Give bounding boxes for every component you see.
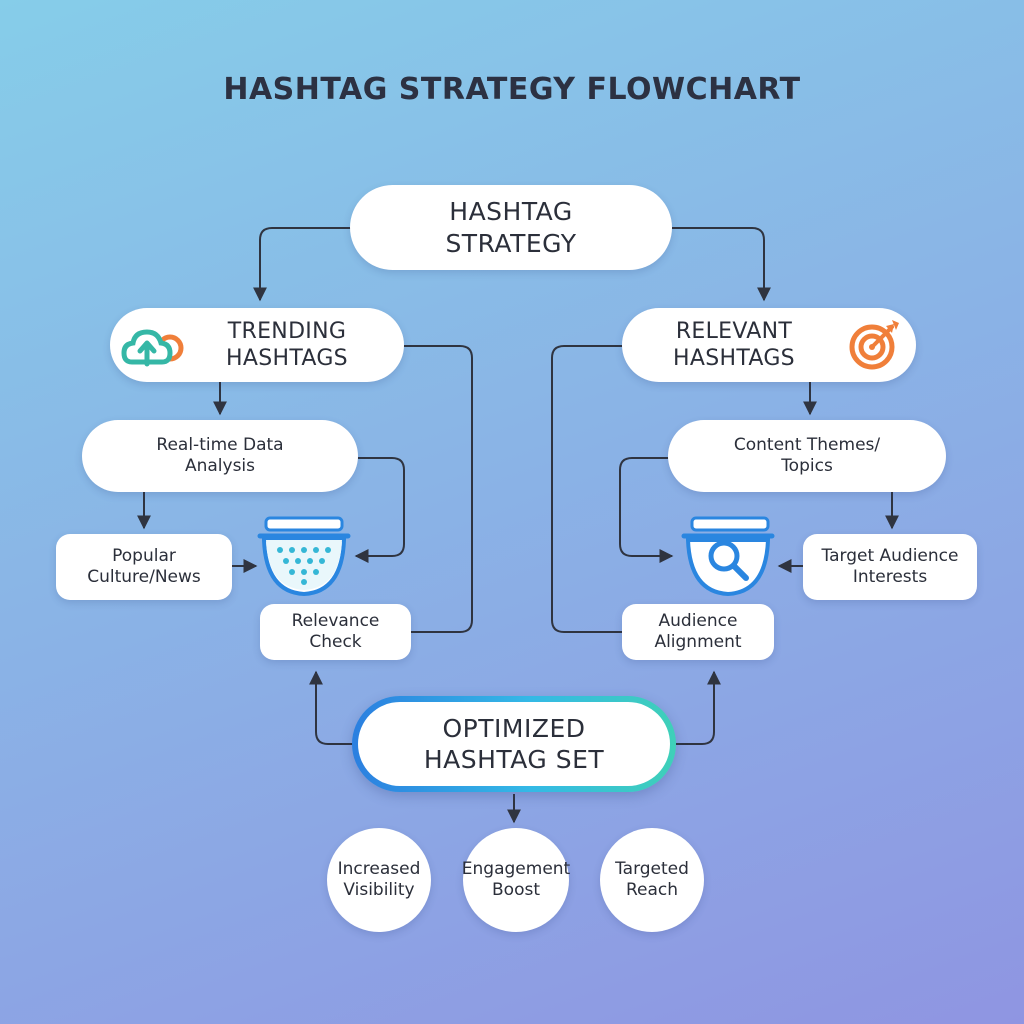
node-relevant-hashtags: RELEVANT HASHTAGS <box>622 308 916 382</box>
node-optimized-hashtag-set: OPTIMIZED HASHTAG SET <box>352 696 676 792</box>
edge-root-trending <box>253 227 352 302</box>
outcome-engagement-boost: Engagement Boost <box>461 828 571 932</box>
page-title: HASHTAG STRATEGY FLOWCHART <box>223 72 801 107</box>
node-trending-hashtags: TRENDING HASHTAGS <box>110 308 404 382</box>
outcome-increased-visibility: Increased Visibility <box>327 828 431 932</box>
outcome-label: Engagement Boost <box>461 858 571 900</box>
node-optimized-hashtag-set-label: OPTIMIZED HASHTAG SET <box>423 713 605 774</box>
node-optimized-inner: OPTIMIZED HASHTAG SET <box>358 702 670 786</box>
node-content-themes: Content Themes/ Topics <box>668 420 946 492</box>
outcome-label: Increased Visibility <box>337 858 421 900</box>
cloud-upload-icon <box>121 329 184 367</box>
node-target-audience-label: Target Audience Interests <box>821 545 959 587</box>
node-relevance-check-label: Relevance Check <box>291 610 380 652</box>
node-target-audience: Target Audience Interests <box>803 534 977 600</box>
node-relevance-check: Relevance Check <box>260 604 411 660</box>
node-relevant-hashtags-label: RELEVANT HASHTAGS <box>673 318 795 372</box>
node-trending-hashtags-label: TRENDING HASHTAGS <box>226 318 348 372</box>
edge-relevant-alignment <box>551 345 622 633</box>
edge-realtime-filter <box>354 457 405 563</box>
node-audience-alignment-label: Audience Alignment <box>654 610 742 652</box>
edge-root-relevant <box>672 227 771 302</box>
edge-optimized-alignment <box>676 670 721 745</box>
edge-trending-relevance <box>404 345 473 633</box>
node-realtime-analysis-label: Real-time Data Analysis <box>156 434 284 476</box>
magnifier-bowl-icon <box>681 516 775 597</box>
node-popular-culture: Popular Culture/News <box>56 534 232 600</box>
node-hashtag-strategy-label: HASHTAG STRATEGY <box>445 197 577 258</box>
strainer-filter-icon <box>257 516 351 597</box>
node-content-themes-label: Content Themes/ Topics <box>733 434 881 476</box>
edge-optimized-relevance <box>309 670 354 745</box>
node-hashtag-strategy: HASHTAG STRATEGY <box>350 185 672 270</box>
edge-content-filter <box>619 457 674 563</box>
outcome-targeted-reach: Targeted Reach <box>600 828 704 932</box>
node-audience-alignment: Audience Alignment <box>622 604 774 660</box>
node-popular-culture-label: Popular Culture/News <box>87 545 201 587</box>
node-realtime-analysis: Real-time Data Analysis <box>82 420 358 492</box>
outcome-label: Targeted Reach <box>615 858 689 900</box>
target-arrow-icon <box>849 320 899 370</box>
